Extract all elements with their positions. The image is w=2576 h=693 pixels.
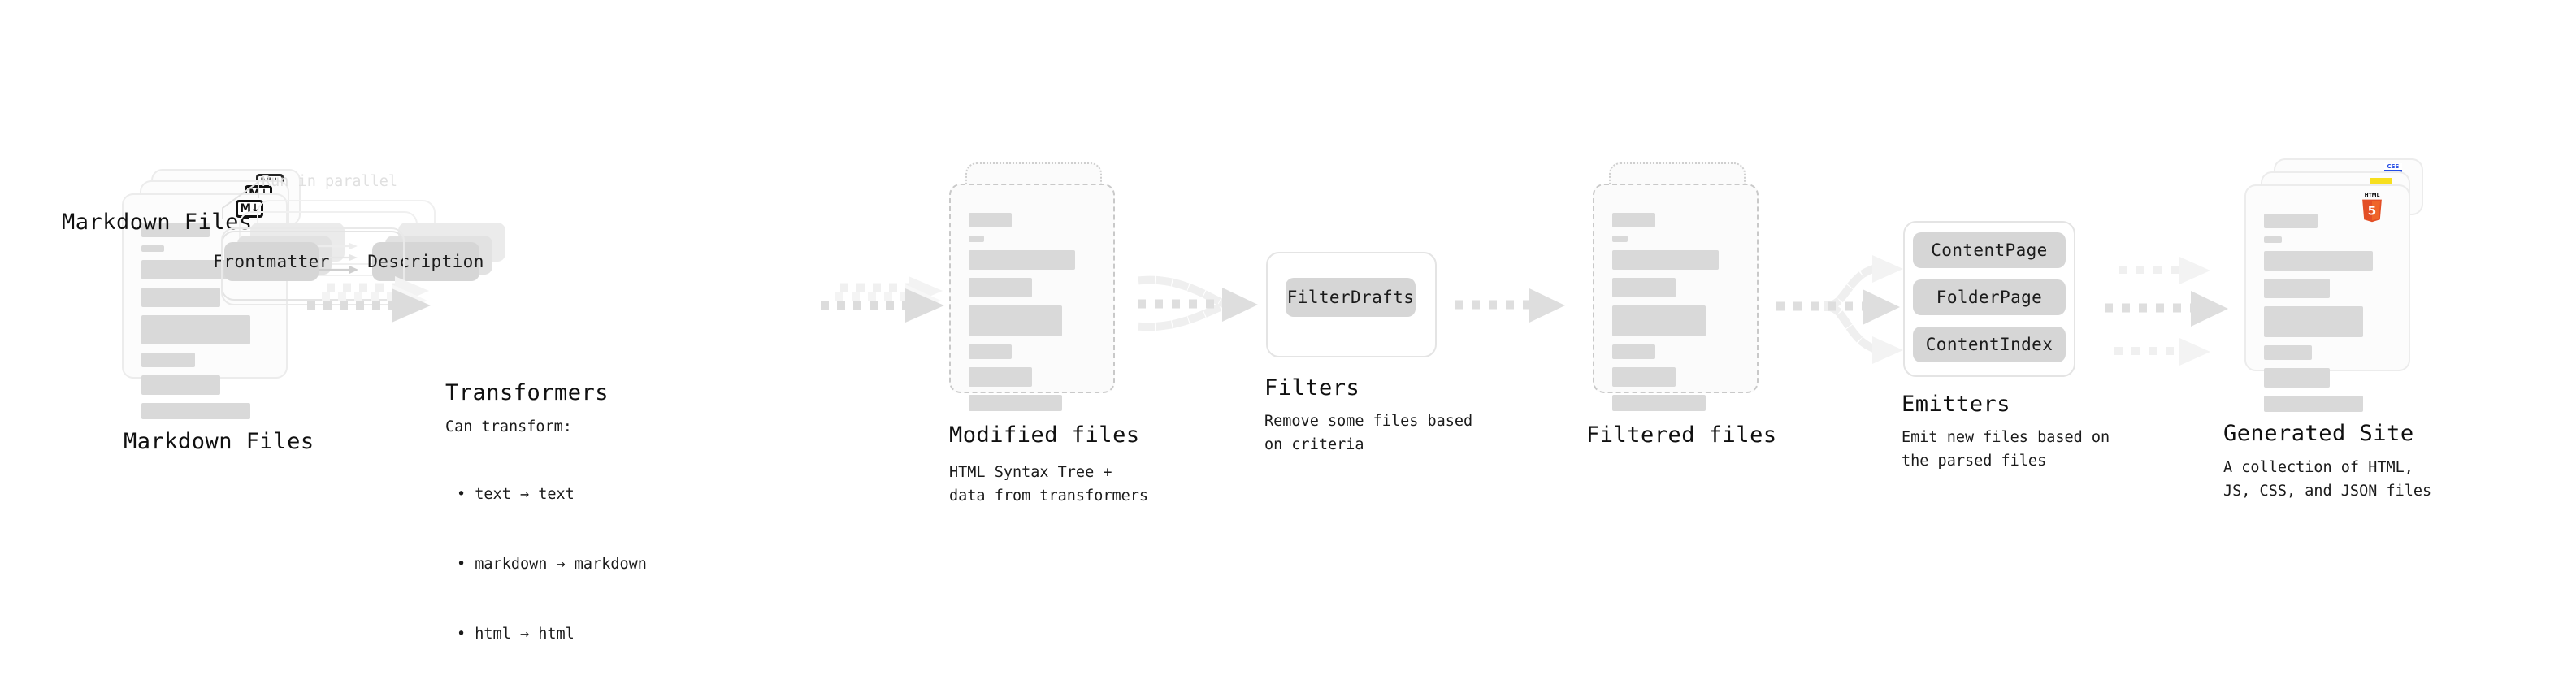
arrow-markdown-to-transformers bbox=[307, 276, 431, 323]
modified-placeholder-lines bbox=[969, 213, 1095, 419]
run-in-parallel-note: Run in parallel bbox=[262, 173, 398, 190]
emitters-pill-folderpage[interactable]: FolderPage bbox=[1913, 279, 2066, 315]
title-filters: Filters bbox=[1264, 375, 1360, 401]
emitters-pill-contentindex[interactable]: ContentIndex bbox=[1913, 327, 2066, 362]
subtitle-generated-site: A collection of HTML, JS, CSS, and JSON … bbox=[2223, 459, 2432, 500]
filters-pill-filterdrafts[interactable]: FilterDrafts bbox=[1286, 278, 1416, 317]
run-in-parallel-leader bbox=[222, 180, 259, 219]
transformer-pill-frontmatter[interactable]: Frontmatter bbox=[213, 242, 329, 281]
markdown-placeholder-lines bbox=[141, 223, 268, 427]
arrow-emitters-to-site bbox=[2105, 257, 2228, 366]
stage-title-markdown-files: Markdown Files bbox=[62, 210, 253, 235]
svg-text:HTML: HTML bbox=[2365, 193, 2380, 198]
title-transformers: Transformers bbox=[445, 380, 609, 405]
arrow-filters-to-filtered bbox=[1455, 288, 1565, 323]
bullet-text-text: • text → text bbox=[457, 486, 575, 504]
modified-card-front bbox=[949, 184, 1115, 411]
modified-file-stack bbox=[949, 162, 1128, 439]
transformer-inner-arrows bbox=[317, 243, 358, 274]
subtitle-transformers: Can transform: bbox=[445, 418, 572, 435]
html5-icon: HTML 5 bbox=[2362, 193, 2382, 223]
subtitle-modified-files: HTML Syntax Tree + data from transformer… bbox=[949, 464, 1149, 505]
title-emitters: Emitters bbox=[1902, 392, 2011, 417]
generated-site-stack: CSS HTML 5 bbox=[2244, 158, 2439, 427]
arrow-modified-to-filters bbox=[1138, 275, 1258, 331]
subtitle-filters: Remove some files based on criteria bbox=[1264, 413, 1473, 453]
emitters-pill-contentpage[interactable]: ContentPage bbox=[1913, 232, 2066, 268]
filtered-card-front bbox=[1593, 184, 1759, 411]
stage-generated-site: CSS HTML 5 bbox=[2244, 158, 2439, 427]
svg-text:5: 5 bbox=[2368, 203, 2377, 218]
subtitle-emitters: Emit new files based on the parsed files bbox=[1902, 429, 2110, 470]
title-generated-site: Generated Site bbox=[2223, 421, 2414, 446]
stage-filtered-files bbox=[1593, 162, 1772, 439]
stage-modified-files bbox=[949, 162, 1128, 439]
bullet-html-html: • html → html bbox=[457, 626, 575, 643]
filtered-file-stack bbox=[1593, 162, 1772, 439]
filtered-placeholder-lines bbox=[1612, 213, 1739, 419]
title-modified-files: Modified files bbox=[949, 422, 1140, 448]
bullet-markdown-markdown: • markdown → markdown bbox=[457, 556, 647, 574]
arrow-transformers-to-modified bbox=[821, 276, 944, 323]
generated-placeholder-lines bbox=[2264, 214, 2391, 420]
title-filtered-files: Filtered files bbox=[1586, 422, 1777, 448]
generated-card-html bbox=[2244, 184, 2410, 412]
title-markdown-files: Markdown Files bbox=[124, 429, 314, 454]
bullets-transformers: • text → text • markdown → markdown • ht… bbox=[457, 437, 647, 693]
transformer-pill-description[interactable]: Description bbox=[367, 242, 484, 281]
arrow-filtered-to-emitters bbox=[1776, 255, 1903, 364]
